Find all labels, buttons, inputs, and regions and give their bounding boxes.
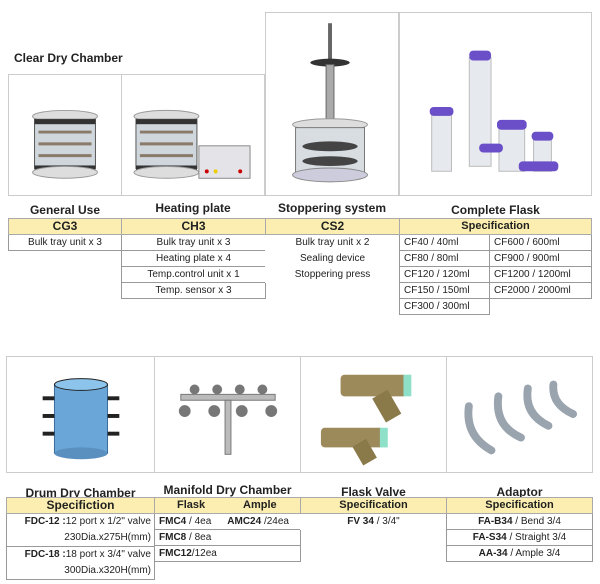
drum-spec-row: FDC-18 :18 port x 3/4" valve 300Dia.x320H…	[6, 547, 155, 580]
adaptor-row: AA-34 / Ample 3/4	[446, 546, 593, 562]
ample-value: /24ea	[261, 516, 289, 527]
flask-row: CF120 / 120ml	[399, 267, 490, 283]
flask-row: CF40 / 40ml	[399, 235, 490, 251]
ch3-row: Temp.control unit x 1	[121, 267, 266, 283]
section-title: Clear Dry Chamber	[14, 51, 123, 65]
manifold-value: /12ea	[191, 548, 217, 559]
adaptor-row: FA-S34 / Straight 3/4	[446, 530, 593, 546]
valve-value: / 3/4"	[373, 516, 400, 527]
valve-row: FV 34 / 3/4"	[300, 514, 447, 530]
adaptor-image	[446, 356, 593, 473]
cs2-row: Sealing device	[265, 251, 400, 267]
drum-dimension: 300Dia.x320H(mm)	[64, 565, 151, 576]
valve-code: FV 34	[347, 516, 374, 527]
ch3-row: Heating plate x 4	[121, 251, 266, 267]
caption-heating-plate: Heating plate	[155, 201, 231, 215]
drum-dry-chamber-image	[6, 356, 155, 473]
caption-adaptor: Adaptor	[496, 485, 543, 499]
flask-valve-image	[300, 356, 447, 473]
flask-row: CF900 / 900ml	[489, 251, 592, 267]
manifold-row: FMC12/12ea	[154, 546, 301, 562]
ample-code: AMC24	[227, 516, 262, 527]
manifold-code: FMC4	[159, 516, 187, 527]
adaptor-code: FA-S34	[472, 532, 507, 543]
adaptor-code: FA-B34	[478, 516, 513, 527]
adaptor-value: / Straight 3/4	[506, 532, 567, 543]
manifold-header: Flask Ample	[154, 497, 301, 514]
drum-dimension: 230Dia.x275H(mm)	[64, 532, 151, 543]
complete-flask-image	[399, 12, 592, 196]
flask-row: CF600 / 600ml	[489, 235, 592, 251]
caption-manifold-dry-chamber: Manifold Dry Chamber	[163, 483, 292, 497]
caption-complete-flask: Complete Flask	[451, 203, 540, 217]
drum-spec-header: Specifiction	[6, 497, 155, 514]
drum-spec-text: 12 port x 1/2" valve	[65, 516, 151, 527]
cg3-row: Bulk tray unit x 3	[8, 235, 122, 251]
ch3-row: Bulk tray unit x 3	[121, 235, 266, 251]
valve-spec-header: Specification	[300, 497, 447, 514]
manifold-code: FMC8	[159, 532, 187, 543]
drum-model-code: FDC-18 :	[24, 549, 66, 560]
cs2-header: CS2	[265, 218, 400, 235]
drum-spec-text: 18 port x 3/4" valve	[65, 549, 151, 560]
drum-model-code: FDC-12 :	[24, 516, 66, 527]
manifold-flask-header: Flask	[177, 499, 206, 511]
caption-stoppering-system: Stoppering system	[277, 201, 387, 215]
caption-flask-valve: Flask Valve	[341, 485, 406, 499]
flask-row: CF300 / 300ml	[399, 299, 490, 315]
adaptor-code: AA-34	[478, 548, 508, 559]
cg3-header: CG3	[8, 218, 122, 235]
adaptor-value: / Ample 3/4	[507, 548, 561, 559]
manifold-row: FMC8 / 8ea	[154, 530, 301, 546]
drum-spec-row: FDC-12 :12 port x 1/2" valve 230Dia.x275H…	[6, 514, 155, 547]
stoppering-system-image	[265, 12, 399, 196]
flask-row: CF80 / 80ml	[399, 251, 490, 267]
flask-row: CF1200 / 1200ml	[489, 267, 592, 283]
manifold-dry-chamber-image	[154, 356, 301, 473]
cs2-row: Bulk tray unit x 2	[265, 235, 400, 251]
manifold-ample-header: Ample	[243, 499, 277, 511]
adaptor-row: FA-B34 / Bend 3/4	[446, 514, 593, 530]
manifold-code: FMC12	[159, 548, 192, 559]
ch3-row: Temp. sensor x 3	[121, 283, 266, 299]
caption-drum-dry-chamber: Drum Dry Chamber	[25, 486, 136, 500]
manifold-row: FMC4 / 4ea AMC24 /24ea	[154, 514, 301, 530]
ch3-header: CH3	[121, 218, 266, 235]
heating-plate-chamber-image	[121, 74, 265, 196]
cs2-row: Stoppering press	[265, 267, 400, 283]
general-use-chamber-image	[8, 74, 122, 196]
flask-row: CF150 / 150ml	[399, 283, 490, 299]
adaptor-value: / Bend 3/4	[512, 516, 561, 527]
flask-spec-header: Specification	[399, 218, 592, 235]
manifold-value: / 4ea	[186, 516, 212, 527]
manifold-value: / 8ea	[186, 532, 212, 543]
adaptor-spec-header: Specification	[446, 497, 593, 514]
flask-row: CF2000 / 2000ml	[489, 283, 592, 299]
caption-general-use: General Use	[29, 203, 101, 217]
